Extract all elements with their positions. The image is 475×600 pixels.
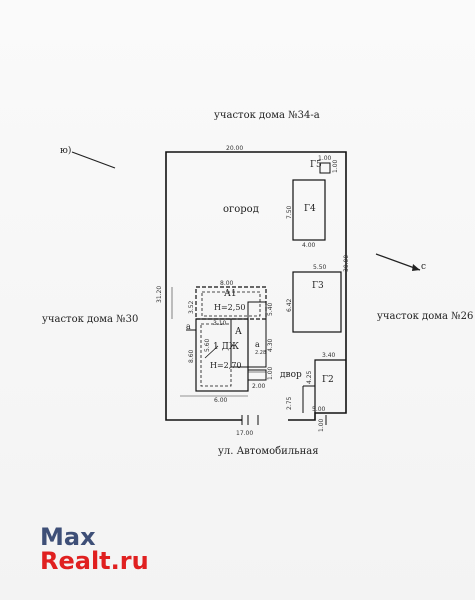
plot-boundary	[165, 151, 347, 421]
watermark-logo: Max Realt.ru	[40, 525, 149, 573]
yard-label: двор	[280, 370, 302, 380]
dim-a1-h: 3.52	[188, 300, 195, 314]
watermark-max: Max	[40, 523, 96, 551]
dim-gap-bottom: 2.75	[286, 396, 293, 410]
dim-g2-w: 3.40	[322, 352, 336, 359]
house-height-label: H=2,70	[210, 361, 242, 370]
a1-label: А1	[224, 289, 237, 299]
a-small-extension	[247, 301, 267, 368]
dim-g5-w: 1.00	[318, 155, 332, 162]
a-porch-label: а	[186, 322, 191, 331]
dim-porch-h: 1.00	[267, 366, 274, 380]
dim-top-width: 20.00	[226, 145, 244, 152]
g5-building	[319, 162, 331, 174]
house-stair-mark	[204, 345, 219, 359]
dim-right-height: 30.00	[343, 254, 350, 272]
g2-building	[314, 359, 346, 413]
street-label: ул. Автомобильная	[218, 446, 319, 457]
g3-label: Г3	[312, 281, 324, 291]
house-inner	[200, 323, 232, 387]
a1-height-label: H=2,50	[214, 303, 246, 312]
watermark-realt: Realt.ru	[40, 547, 149, 575]
a-small-label: а	[255, 340, 260, 349]
dim-gate: 1.00	[318, 418, 325, 432]
compass-north-arrowhead	[412, 264, 420, 271]
dim-g5-h: 1.00	[332, 159, 339, 173]
dim-g3-w: 5.50	[313, 264, 327, 271]
dim-g4-w: 4.00	[302, 242, 316, 249]
compass-south-label: ю)	[60, 146, 72, 156]
dim-g4-h: 7.50	[286, 205, 293, 219]
neighbor-top-label: участок дома №34-а	[214, 110, 320, 121]
g2-label: Г2	[322, 375, 334, 385]
compass-north-label: с	[421, 262, 427, 272]
garden-label: огород	[223, 204, 259, 215]
dim-bottom-width: 17.00	[236, 430, 254, 437]
dim-step: 2.28	[255, 350, 267, 356]
g4-label: Г4	[304, 204, 316, 214]
dim-g2-h: 4.25	[306, 370, 313, 384]
g5-label: Г5	[310, 160, 322, 170]
dim-g2-bottom: 5.00	[312, 406, 326, 413]
dim-g3-h: 6.42	[286, 298, 293, 312]
g3-building	[292, 271, 342, 333]
dim-a-h: 5.40	[267, 302, 274, 316]
a1-inner	[201, 291, 261, 317]
neighbor-left-label: участок дома №30	[42, 314, 139, 325]
dim-house-h2: 5.60	[204, 338, 211, 352]
neighbor-right-label: участок дома №26	[377, 311, 474, 322]
g4-building	[292, 179, 326, 241]
dim-a1-w: 8.00	[220, 280, 234, 287]
porch	[247, 369, 267, 381]
dim-left-height: 31.20	[156, 285, 163, 303]
a-label: А	[235, 327, 242, 337]
dim-house-h: 8.60	[188, 349, 195, 363]
compass-south-arrow	[71, 151, 116, 169]
dim-a-small-h: 4.30	[267, 338, 274, 352]
dim-porch-w: 2.00	[252, 383, 266, 390]
dim-house-w: 6.00	[214, 397, 228, 404]
dim-a-w: 3.10	[213, 320, 227, 327]
house-label: 1 ДЖ	[213, 342, 240, 352]
